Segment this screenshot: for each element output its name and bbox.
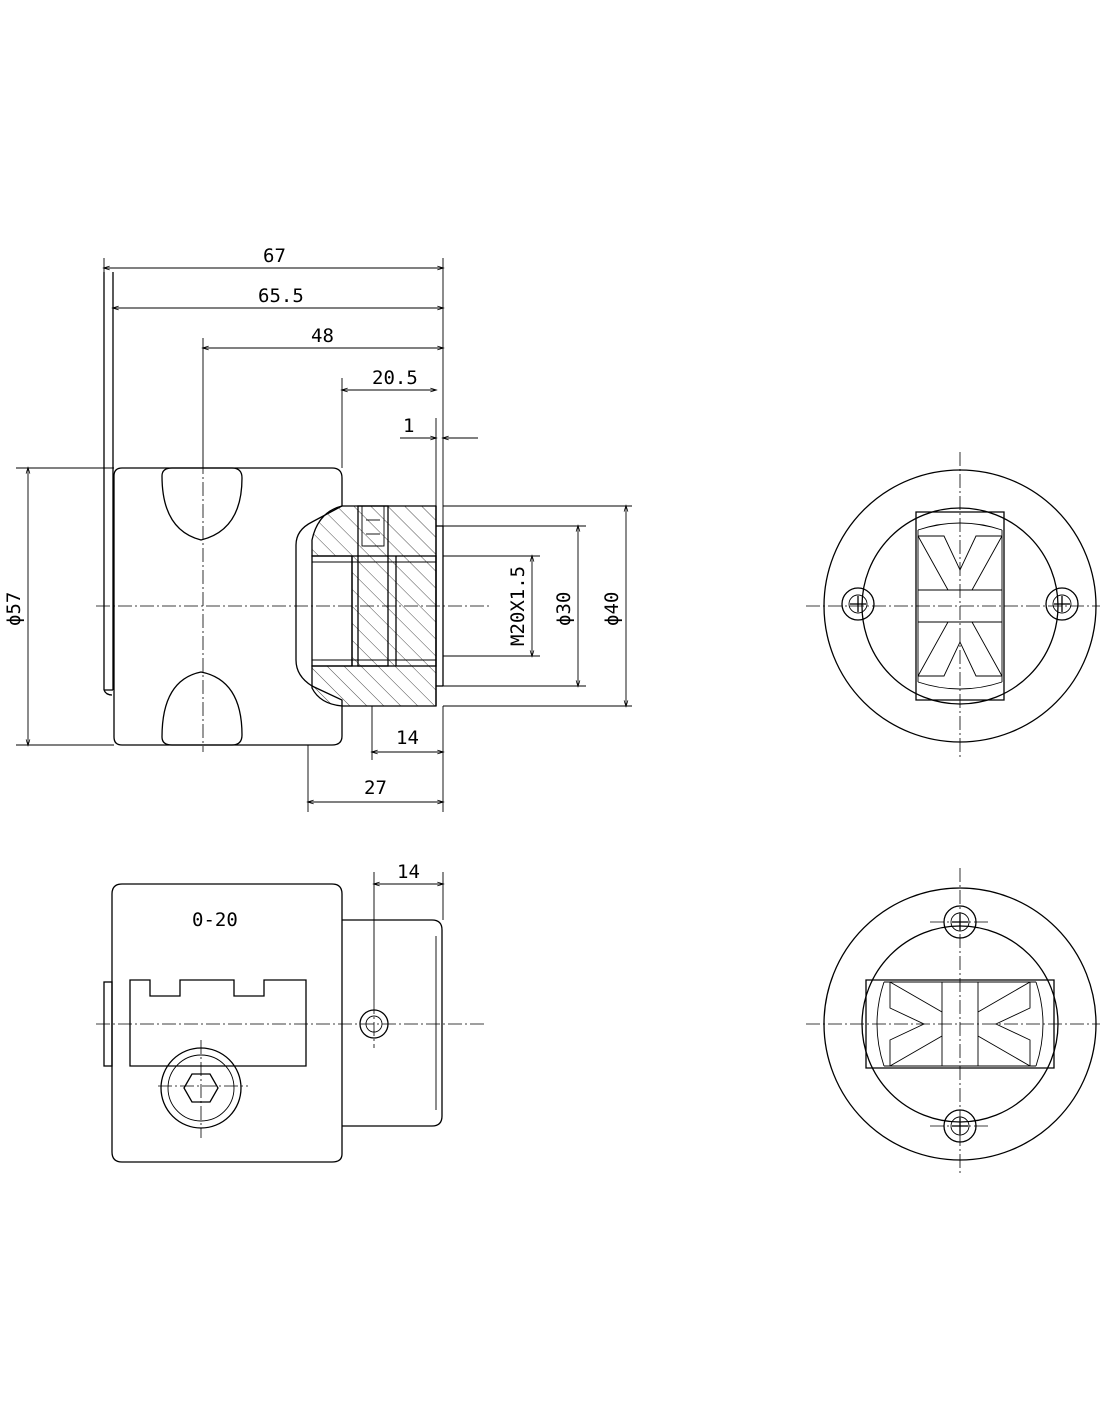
xy-slide-block (915, 511, 1005, 701)
label-adjust-range: 0-20 (192, 909, 238, 931)
body-outline (113, 467, 343, 746)
screw-icon (1045, 587, 1079, 621)
dim-outer-diameter: ϕ57 (3, 592, 25, 626)
dim-body-length: 65.5 (258, 285, 304, 307)
dim-bore-diameter: ϕ30 (553, 592, 575, 626)
front-section-view: 67 65.5 48 20.5 1 ϕ57 ϕ40 ϕ30 M20X1.5 14… (3, 245, 632, 812)
dim-face-step: 1 (403, 415, 414, 437)
xy-slide-block-rotated (865, 979, 1055, 1069)
dim-bottom-width: 14 (396, 727, 419, 749)
clamp-lobe-top (161, 467, 243, 541)
flange-plate (103, 272, 114, 691)
dim-thread: M20X1.5 (507, 566, 529, 646)
clamp-lobe-bottom (161, 671, 243, 746)
side-body-outline (111, 883, 343, 1163)
dim-boss-diameter: ϕ40 (601, 592, 623, 626)
dim-overall-length: 67 (263, 245, 286, 267)
dim-boss-depth: 27 (364, 777, 387, 799)
side-view: 14 0-20 (96, 861, 486, 1163)
dim-center-to-face: 48 (311, 325, 334, 347)
dim-side-offset: 14 (397, 861, 420, 883)
end-view-top (806, 452, 1100, 760)
end-view-bottom (806, 868, 1100, 1176)
dim-boss-length: 20.5 (372, 367, 418, 389)
screw-icon (841, 587, 875, 621)
